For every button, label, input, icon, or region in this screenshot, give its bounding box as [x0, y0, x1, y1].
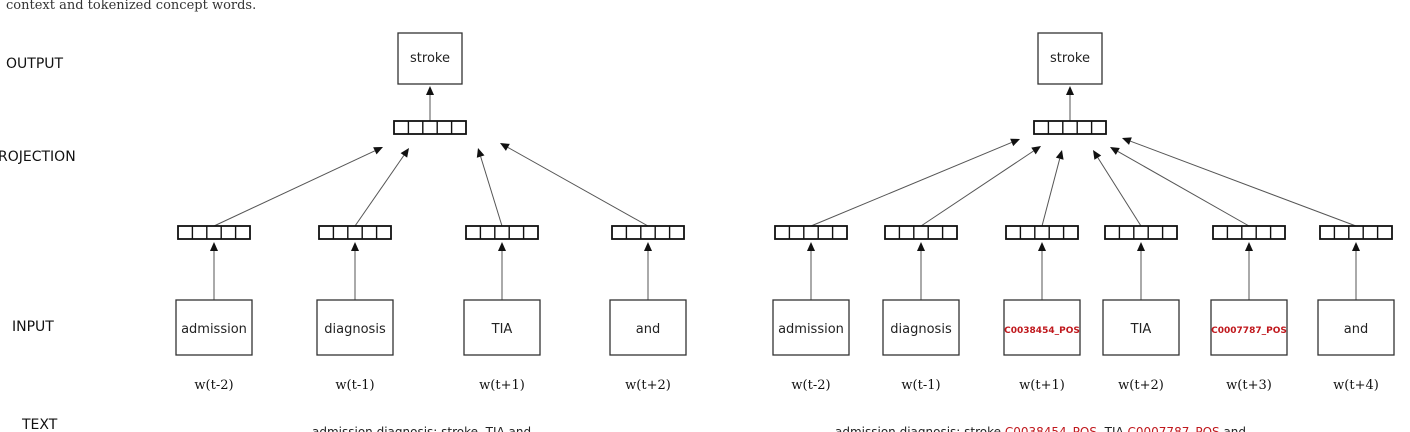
- right-context-5-to-projection-arrow-head: [1110, 147, 1120, 155]
- right-context-6-input-to-vector-arrow-head: [1352, 242, 1360, 251]
- left-model: stroke admission w(t-2) diagnosis w(t-1) TIA w…: [175, 32, 687, 432]
- left-output-box: [397, 32, 463, 85]
- left-context-3-input-label: TIA: [491, 322, 513, 337]
- left-context-1-to-projection-arrow: [213, 150, 376, 227]
- right-model: stroke admission w(t-2) diagnosis w(t-1) C003…: [772, 32, 1395, 432]
- right-context-5-input-to-vector-arrow-head: [1245, 242, 1253, 251]
- right-context-3-to-projection-arrow-head: [1055, 150, 1064, 160]
- left-context-1-to-projection-arrow-head: [373, 147, 383, 155]
- right-context-5-input-box: [1210, 299, 1288, 356]
- left-context-2-to-projection-arrow: [354, 155, 405, 227]
- right-context-1-vector: [774, 225, 848, 240]
- right-context-4-input-to-vector-arrow-head: [1137, 242, 1145, 251]
- row-label-input: INPUT: [12, 319, 54, 335]
- right-context-2-to-projection-arrow-head: [1031, 146, 1041, 155]
- right-context-3-position-label: w(t+1): [1019, 378, 1065, 393]
- row-label-projection: ROJECTION: [0, 149, 76, 165]
- right-context-5-input-label: C0007787_POS: [1211, 326, 1287, 336]
- right-context-6-input-label: and: [1344, 322, 1368, 337]
- right-context-1-input-to-vector-arrow-head: [807, 242, 815, 251]
- left-context-1-input-to-vector-arrow-head: [210, 242, 218, 251]
- left-projection-to-output-arrow-head: [426, 86, 434, 95]
- right-context-4-to-projection-arrow: [1097, 157, 1142, 227]
- right-context-2-input-to-vector-arrow-head: [917, 242, 925, 251]
- right-context-6-to-projection-arrow-head: [1122, 137, 1132, 145]
- left-context-3-to-projection-arrow-head: [476, 148, 485, 158]
- right-sentence-segment: C0038454_POS: [1005, 425, 1097, 432]
- left-context-4-to-projection-arrow: [507, 146, 649, 227]
- left-context-4-vector: [611, 225, 685, 240]
- right-context-3-vector: [1005, 225, 1079, 240]
- right-sentence-segment: and: [1220, 425, 1246, 432]
- right-context-6-input-box: [1317, 299, 1395, 356]
- right-context-4-input-box: [1102, 299, 1180, 356]
- right-context-5-vector: [1212, 225, 1286, 240]
- right-context-1-input-label: admission: [778, 322, 844, 337]
- right-output-label: stroke: [1050, 51, 1090, 66]
- right-context-4-vector: [1104, 225, 1178, 240]
- left-context-2-to-projection-arrow-head: [400, 148, 409, 158]
- right-context-1-to-projection-arrow: [810, 141, 1012, 227]
- right-context-2-input-box: [882, 299, 960, 356]
- left-context-2-input-box: [316, 299, 394, 356]
- left-context-1-position-label: w(t-2): [194, 378, 233, 393]
- right-context-1-input-box: [772, 299, 850, 356]
- right-context-5-to-projection-arrow: [1117, 151, 1250, 227]
- row-label-text: TEXT: [21, 417, 58, 432]
- figure-caption: context and tokenized concept words.: [6, 0, 256, 13]
- right-context-4-input-label: TIA: [1130, 322, 1152, 337]
- right-context-1-position-label: w(t-2): [791, 378, 830, 393]
- right-context-6-position-label: w(t+4): [1333, 378, 1379, 393]
- left-context-3-input-to-vector-arrow-head: [498, 242, 506, 251]
- left-context-1-input-box: [175, 299, 253, 356]
- right-context-3-input-box: [1003, 299, 1081, 356]
- right-context-1-to-projection-arrow-head: [1010, 138, 1020, 147]
- right-context-2-vector: [884, 225, 958, 240]
- right-context-5-position-label: w(t+3): [1226, 378, 1272, 393]
- left-context-1-vector: [177, 225, 251, 240]
- left-output-label: stroke: [410, 51, 450, 66]
- right-sentence-segment: , TIA: [1097, 425, 1128, 432]
- left-context-4-input-label: and: [636, 322, 660, 337]
- right-sentence-segment: C0007787_POS: [1128, 425, 1220, 432]
- right-context-6-vector: [1319, 225, 1393, 240]
- right-context-2-input-label: diagnosis: [890, 322, 952, 337]
- left-context-4-input-box: [609, 299, 687, 356]
- left-context-3-vector: [465, 225, 539, 240]
- right-context-6-to-projection-arrow: [1130, 140, 1357, 227]
- right-context-2-to-projection-arrow: [920, 150, 1034, 227]
- left-source-sentence: admission diagnosis: stroke, TIA and: [312, 425, 531, 432]
- right-projection-vector: [1033, 120, 1107, 135]
- right-output-box: [1037, 32, 1103, 85]
- left-context-4-position-label: w(t+2): [625, 378, 671, 393]
- left-context-4-to-projection-arrow-head: [500, 143, 510, 151]
- row-label-output: OUTPUT: [6, 56, 64, 72]
- left-context-2-position-label: w(t-1): [335, 378, 374, 393]
- right-context-4-position-label: w(t+2): [1118, 378, 1164, 393]
- right-context-3-input-label: C0038454_POS: [1004, 326, 1080, 336]
- right-source-sentence: admission diagnosis: stroke C0038454_POS…: [835, 425, 1246, 432]
- right-projection-to-output-arrow-head: [1066, 86, 1074, 95]
- right-context-4-to-projection-arrow-head: [1093, 150, 1102, 160]
- left-context-3-to-projection-arrow: [480, 156, 503, 227]
- left-context-3-input-box: [463, 299, 541, 356]
- right-context-2-position-label: w(t-1): [901, 378, 940, 393]
- left-sentence-segment: admission diagnosis: stroke, TIA and: [312, 425, 531, 432]
- left-projection-vector: [393, 120, 467, 135]
- left-context-3-position-label: w(t+1): [479, 378, 525, 393]
- left-context-4-input-to-vector-arrow-head: [644, 242, 652, 251]
- right-sentence-segment: admission diagnosis: stroke: [835, 425, 1005, 432]
- right-context-3-input-to-vector-arrow-head: [1038, 242, 1046, 251]
- right-context-3-to-projection-arrow: [1041, 158, 1061, 227]
- left-context-1-input-label: admission: [181, 322, 247, 337]
- left-context-2-input-to-vector-arrow-head: [351, 242, 359, 251]
- left-context-2-input-label: diagnosis: [324, 322, 386, 337]
- left-context-2-vector: [318, 225, 392, 240]
